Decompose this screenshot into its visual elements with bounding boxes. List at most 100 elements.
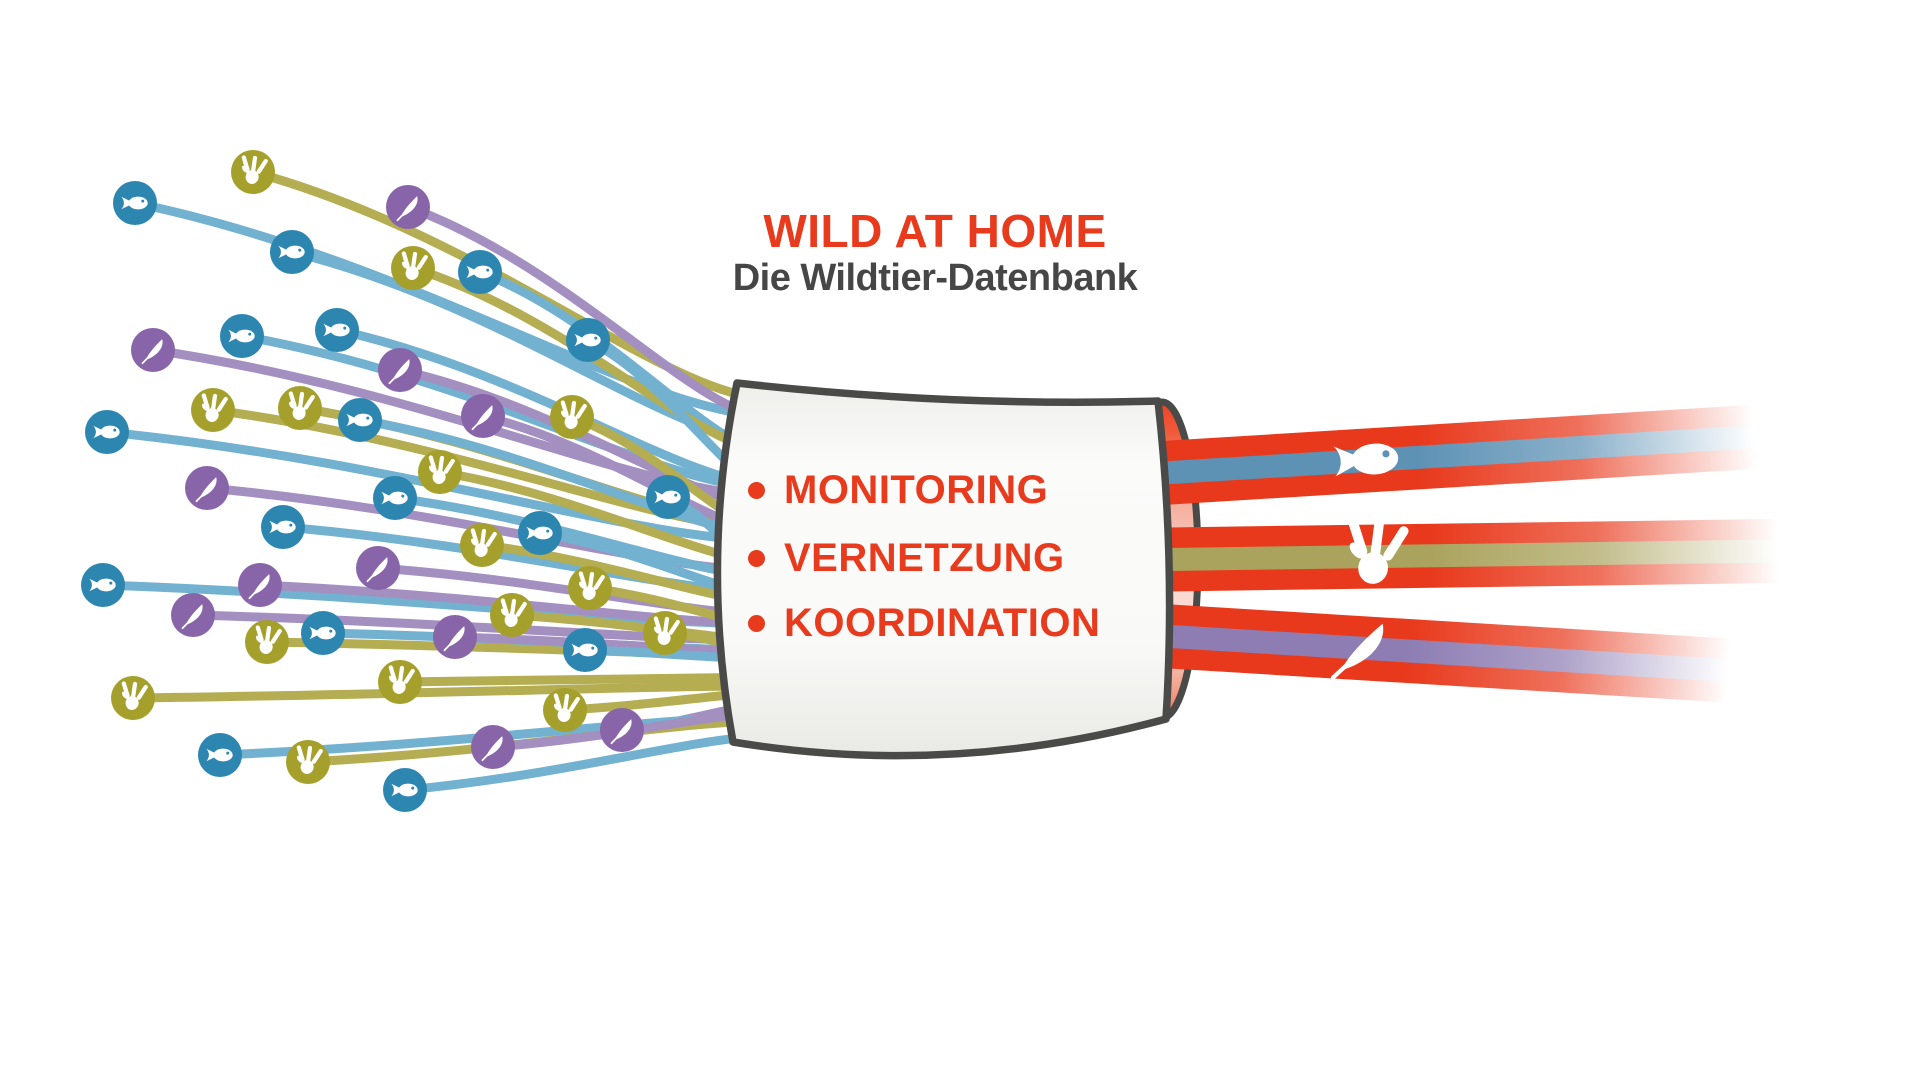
fish-icon	[574, 333, 601, 347]
page-title: WILD AT HOME	[763, 205, 1107, 257]
source-node-track	[391, 246, 435, 290]
source-nodes	[81, 150, 690, 812]
source-node-fish	[646, 475, 690, 519]
fish-icon	[466, 265, 493, 279]
source-node-feather	[471, 725, 515, 769]
source-node-fish	[518, 511, 562, 555]
page-subtitle: Die Wildtier-Datenbank	[732, 257, 1138, 299]
animal-track-icon	[201, 393, 228, 422]
feather-icon	[388, 359, 410, 385]
animal-track-icon	[255, 625, 282, 654]
source-node-feather	[356, 546, 400, 590]
source-node-track	[418, 450, 462, 494]
output-band-track	[1129, 518, 1799, 592]
feather-icon	[610, 719, 632, 745]
source-node-fish	[315, 308, 359, 352]
source-node-fish	[220, 314, 264, 358]
source-line-fish	[400, 731, 777, 795]
source-node-fish	[373, 476, 417, 520]
source-node-track	[286, 740, 330, 784]
source-node-fish	[338, 398, 382, 442]
source-line-fish	[102, 427, 777, 546]
feather-icon	[1330, 623, 1384, 680]
animal-track-icon	[428, 455, 455, 484]
fish-icon	[526, 526, 553, 540]
animal-track-icon	[388, 665, 415, 694]
source-node-track	[550, 395, 594, 439]
animal-track-icon	[241, 155, 268, 184]
animal-track-icon	[288, 391, 315, 420]
fish-icon	[89, 578, 116, 592]
fish-icon	[323, 323, 350, 337]
animal-track-icon	[560, 400, 587, 429]
source-node-fish	[563, 628, 607, 672]
feather-icon	[471, 405, 493, 431]
source-node-track	[231, 150, 275, 194]
feather-icon	[366, 557, 388, 583]
feather-icon	[141, 339, 163, 365]
animal-track-icon	[401, 251, 428, 280]
fish-icon	[571, 643, 598, 657]
bullet-dot-icon	[748, 481, 765, 499]
source-node-track	[111, 676, 155, 720]
source-line-track	[128, 681, 777, 703]
feather-icon	[181, 604, 203, 630]
sleeve-bullet-monitoring: MONITORING	[748, 468, 1048, 512]
sleeve-bullet-vernetzung: VERNETZUNG	[748, 536, 1065, 580]
cable-sleeve	[713, 379, 1174, 760]
sleeve-bullet-koordination: KOORDINATION	[748, 601, 1100, 645]
animal-track-icon	[296, 745, 323, 774]
feather-icon	[481, 736, 503, 762]
bullet-dot-icon	[748, 614, 765, 632]
feather-icon	[248, 574, 270, 600]
source-node-track	[643, 611, 687, 655]
source-node-fish	[81, 563, 125, 607]
source-node-fish	[261, 505, 305, 549]
animal-track-icon	[121, 681, 148, 710]
source-node-track	[490, 593, 534, 637]
source-node-track	[245, 620, 289, 664]
fish-icon	[93, 425, 120, 439]
source-node-fish	[270, 230, 314, 274]
fish-icon	[278, 245, 305, 259]
source-node-track	[460, 523, 504, 567]
bullet-label: KOORDINATION	[784, 600, 1101, 645]
fish-icon	[228, 329, 255, 343]
source-node-fish	[85, 410, 129, 454]
fish-icon	[346, 413, 373, 427]
source-node-fish	[113, 181, 157, 225]
output-band-fish	[1128, 403, 1776, 507]
feather-icon	[195, 477, 217, 503]
title-block: WILD AT HOME Die Wildtier-Datenbank	[733, 206, 1138, 300]
source-node-feather	[171, 593, 215, 637]
source-node-feather	[461, 394, 505, 438]
output-band-feather	[1128, 602, 1749, 704]
source-node-track	[568, 566, 612, 610]
source-node-fish	[458, 250, 502, 294]
fish-icon	[654, 490, 681, 504]
animal-track-icon	[553, 693, 580, 722]
animal-track-icon	[578, 571, 605, 600]
fish-icon	[381, 491, 408, 505]
source-node-fish	[301, 611, 345, 655]
source-node-fish	[198, 733, 242, 777]
feather-icon	[396, 196, 418, 222]
source-node-track	[378, 660, 422, 704]
source-node-feather	[238, 563, 282, 607]
output-bands	[1128, 403, 1799, 704]
source-node-track	[191, 388, 235, 432]
source-node-feather	[433, 615, 477, 659]
fish-icon	[206, 748, 233, 762]
bullet-label: MONITORING	[784, 467, 1049, 512]
fish-icon	[391, 783, 418, 797]
fish-icon	[269, 520, 296, 534]
source-node-feather	[131, 328, 175, 372]
source-node-track	[543, 688, 587, 732]
source-node-fish	[383, 768, 427, 812]
bullet-dot-icon	[748, 549, 765, 567]
source-node-feather	[386, 185, 430, 229]
source-node-feather	[600, 708, 644, 752]
animal-track-icon	[500, 598, 527, 627]
